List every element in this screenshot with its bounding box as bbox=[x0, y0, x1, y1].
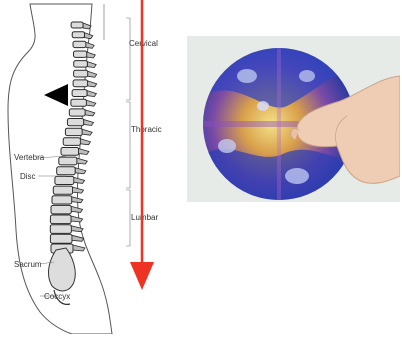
vertebra-body bbox=[50, 234, 72, 243]
vertebra-body bbox=[72, 32, 84, 38]
vertebra-process bbox=[71, 216, 83, 222]
label-disc: Disc bbox=[20, 173, 36, 181]
vertebra-body bbox=[50, 225, 71, 234]
vertebral-column bbox=[50, 22, 96, 253]
vertebra-body bbox=[74, 51, 87, 57]
vertebra-body bbox=[63, 138, 80, 146]
label-coccyx: Coccyx bbox=[44, 293, 70, 301]
vertebra-process bbox=[72, 235, 84, 241]
left-pointing-triangle-icon bbox=[44, 84, 68, 106]
vertebra-process bbox=[74, 177, 85, 183]
vertebra-body bbox=[71, 22, 83, 28]
vertebra-process bbox=[75, 168, 86, 174]
sacrum-shape bbox=[49, 248, 76, 291]
vertebra-body bbox=[53, 186, 72, 194]
vertebra-process bbox=[86, 100, 95, 106]
vertebra-body bbox=[73, 80, 88, 87]
vertebra-process bbox=[85, 33, 93, 39]
vertebra-process bbox=[86, 42, 94, 48]
vertebra-body bbox=[73, 41, 86, 47]
vertebra-body bbox=[57, 167, 75, 175]
disc-photo-illustration bbox=[187, 36, 400, 202]
vertebra-body bbox=[50, 215, 71, 224]
vertebra-body bbox=[72, 90, 87, 97]
vertebra-body bbox=[59, 157, 77, 165]
vertebra-body bbox=[61, 148, 79, 156]
vertebra-body bbox=[65, 128, 82, 135]
vertebra-process bbox=[87, 91, 96, 97]
vertebra-process bbox=[80, 139, 90, 145]
disc-photo bbox=[187, 36, 400, 202]
down-arrow-icon bbox=[128, 0, 156, 292]
vertebra-process bbox=[83, 23, 91, 29]
label-vertebra: Vertebra bbox=[14, 154, 44, 162]
vertebra-process bbox=[84, 120, 94, 126]
vertebra-process bbox=[79, 149, 89, 155]
vertebra-process bbox=[73, 245, 85, 251]
vertebra-process bbox=[71, 206, 82, 212]
vertebra-process bbox=[85, 110, 95, 116]
vertebra-body bbox=[74, 70, 88, 77]
vertebra-process bbox=[88, 81, 97, 87]
vertebra-process bbox=[82, 129, 92, 135]
vertebra-process bbox=[88, 62, 97, 68]
vertebra-body bbox=[71, 99, 87, 106]
vertebra-body bbox=[55, 176, 74, 184]
label-sacrum: Sacrum bbox=[14, 261, 42, 269]
vertebra-body bbox=[52, 196, 72, 204]
vertebra-process bbox=[77, 158, 87, 164]
vertebra-process bbox=[88, 71, 97, 77]
vertebra-body bbox=[74, 61, 88, 68]
vertebra-body bbox=[69, 109, 85, 116]
vertebra-process bbox=[87, 52, 96, 58]
vertebra-body bbox=[51, 205, 71, 214]
vertebra-process bbox=[71, 226, 83, 232]
vertebra-body bbox=[67, 119, 83, 126]
